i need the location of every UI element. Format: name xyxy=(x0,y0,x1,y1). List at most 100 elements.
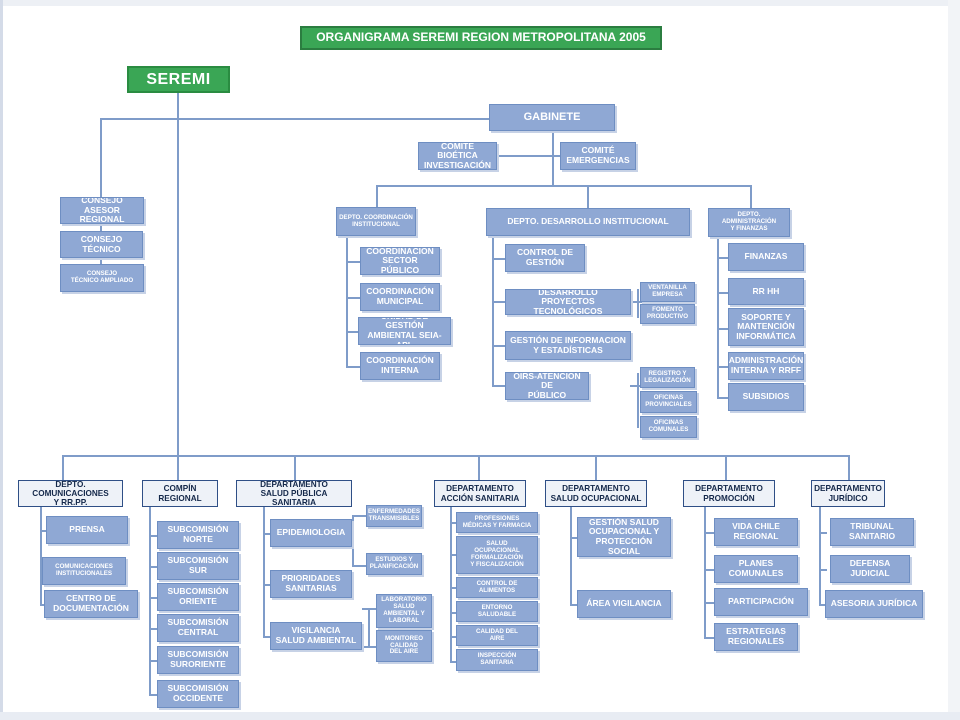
tribunal-sanitario: TRIBUNAL SANITARIO xyxy=(830,518,914,546)
connector-line xyxy=(630,385,642,387)
connector-line xyxy=(717,328,730,330)
connector-line xyxy=(819,507,821,604)
calidad-aire: CALIDAD DEL AIRE xyxy=(456,625,538,646)
control-gestion: CONTROL DE GESTIÓN xyxy=(505,244,585,272)
connector-line xyxy=(177,455,179,480)
desarrollo-proyectos: DESARROLLO PROYECTOS TECNOLÓGICOS xyxy=(505,289,631,315)
seremi-box: SEREMI xyxy=(127,66,230,93)
area-vigilancia: ÁREA VIGILANCIA xyxy=(577,590,671,618)
oficinas-provinciales: OFICINAS PROVINCIALES xyxy=(640,391,697,413)
connector-line xyxy=(352,515,354,565)
connector-line xyxy=(717,397,730,399)
subcomision-central: SUBCOMISIÓN CENTRAL xyxy=(157,614,239,642)
depto-compin: COMPÍN REGIONAL xyxy=(142,480,218,507)
connector-line xyxy=(637,373,639,428)
profesiones-medicas: PROFESIONES MÉDICAS Y FARMACIA xyxy=(456,512,538,533)
connector-line xyxy=(478,455,480,480)
connector-line xyxy=(100,118,102,268)
connector-line xyxy=(263,533,272,535)
connector-line xyxy=(717,257,730,259)
registro-legalizacion: REGISTRO Y LEGALIZACIÓN xyxy=(640,367,695,388)
connector-line xyxy=(552,130,554,185)
depto-salud-publica: DEPARTAMENTO SALUD PÚBLICA SANITARIA xyxy=(236,480,352,507)
prioridades-sanitarias: PRIORIDADES SANITARIAS xyxy=(270,570,352,598)
connector-line xyxy=(704,507,706,637)
salud-ocupacional-fiscalizacion: SALUD OCUPACIONAL FORMALIZACIÓN Y FISCAL… xyxy=(456,536,538,574)
oficinas-comunales: OFICINAS COMUNALES xyxy=(640,416,697,438)
connector-line xyxy=(717,236,719,397)
connector-line xyxy=(263,507,265,636)
connector-line xyxy=(149,507,151,694)
control-alimentos: CONTROL DE ALIMENTOS xyxy=(456,577,538,598)
connector-line xyxy=(819,569,827,571)
subcomision-oriente: SUBCOMISIÓN ORIENTE xyxy=(157,583,239,611)
monitoreo-calidad-aire: MONITOREO CALIDAD DEL AIRE xyxy=(376,630,432,662)
connector-line xyxy=(492,258,507,260)
connector-line xyxy=(376,185,752,187)
rrhh: RR HH xyxy=(728,278,804,305)
consejo-ampliado-box: CONSEJO TÉCNICO AMPLIADO xyxy=(60,264,144,292)
ventanilla-empresa: VENTANILLA EMPRESA xyxy=(640,282,695,302)
entorno-saludable: ENTORNO SALUDABLE xyxy=(456,601,538,622)
connector-line xyxy=(149,535,159,537)
connector-line xyxy=(362,646,378,648)
connector-line xyxy=(819,532,827,534)
inspeccion-sanitaria: INSPECCIÓN SANITARIA xyxy=(456,649,538,671)
connector-line xyxy=(346,297,362,299)
connector-line xyxy=(570,604,579,606)
oirs-atencion: OIRS-ATENCIÓN DE PÚBLICO xyxy=(505,372,589,400)
connector-line xyxy=(263,636,272,638)
connector-line xyxy=(368,608,370,646)
connector-line xyxy=(294,455,296,480)
right-frame xyxy=(948,0,960,720)
connector-line xyxy=(450,612,458,614)
subcomision-sur: SUBCOMISIÓN SUR xyxy=(157,552,239,580)
connector-line xyxy=(149,628,159,630)
connector-line xyxy=(346,261,362,263)
connector-line xyxy=(717,292,730,294)
top-frame xyxy=(0,0,960,6)
administracion-interna: ADMINISTRACIÓN INTERNA Y RRFF xyxy=(728,352,804,380)
connector-line xyxy=(630,301,642,303)
gestion-informacion: GESTIÓN DE INFORMACION Y ESTADÍSTICAS xyxy=(505,331,631,360)
vigilancia-salud-ambiental: VIGILANCIA SALUD AMBIENTAL xyxy=(270,622,362,650)
connector-line xyxy=(346,236,348,368)
comite-emergencias-box: COMITÉ EMERGENCIAS xyxy=(560,142,636,170)
connector-line xyxy=(149,597,159,599)
connector-line xyxy=(450,661,458,663)
subcomision-suroriente: SUBCOMISIÓN SURORIENTE xyxy=(157,646,239,674)
depto-coordinacion-box: DEPTO. COORDINACIÓN INSTITUCIONAL xyxy=(336,207,416,236)
bottom-frame xyxy=(0,712,960,720)
subcomision-occidente: SUBCOMISIÓN OCCIDENTE xyxy=(157,680,239,708)
connector-line xyxy=(717,366,730,368)
subsidios: SUBSIDIOS xyxy=(728,383,804,411)
centro-documentacion: CENTRO DE DOCUMENTACIÓN xyxy=(44,590,138,618)
connector-line xyxy=(704,637,716,639)
connector-line xyxy=(450,522,458,524)
connector-line xyxy=(263,584,272,586)
connector-line xyxy=(587,185,589,208)
connector-line xyxy=(450,554,458,556)
estudios-planificacion: ESTUDIOS Y PLANIFICACIÓN xyxy=(366,553,422,575)
connector-line xyxy=(450,636,458,638)
connector-line xyxy=(376,185,378,208)
coordinacion-municipal: COORDINACIÓN MUNICIPAL xyxy=(360,283,440,311)
asesoria-juridica: ASESORIA JURÍDICA xyxy=(825,590,923,618)
connector-line xyxy=(492,301,507,303)
chart-title: ORGANIGRAMA SEREMI REGION METROPOLITANA … xyxy=(300,26,662,50)
depto-desarrollo-box: DEPTO. DESARROLLO INSTITUCIONAL xyxy=(486,208,690,236)
depto-salud-ocupacional: DEPARTAMENTO SALUD OCUPACIONAL xyxy=(545,480,647,507)
connector-line xyxy=(570,537,579,539)
estrategias-regionales: ESTRATEGIAS REGIONALES xyxy=(714,623,798,651)
connector-line xyxy=(346,366,362,368)
connector-line xyxy=(750,185,752,208)
connector-line xyxy=(362,608,378,610)
gabinete-box: GABINETE xyxy=(489,104,615,131)
connector-line xyxy=(704,602,716,604)
epidemiologia: EPIDEMIOLOGIA xyxy=(270,519,352,547)
connector-line xyxy=(704,532,716,534)
connector-line xyxy=(450,587,458,589)
connector-line xyxy=(40,530,48,532)
consejo-asesor-box: CONSEJO ASESOR REGIONAL xyxy=(60,197,144,224)
